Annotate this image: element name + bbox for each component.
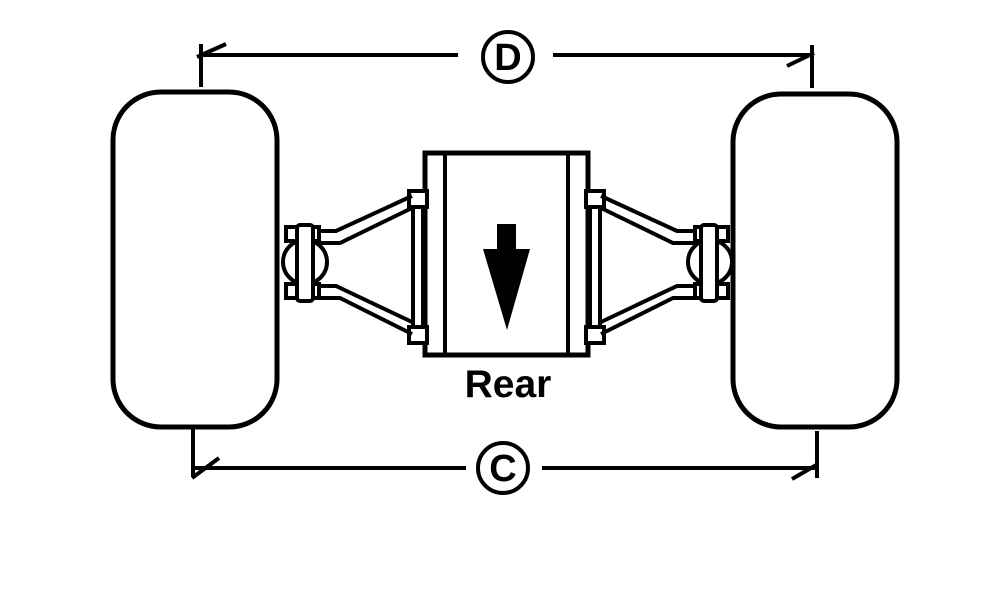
right-mount-bar bbox=[588, 194, 602, 340]
dimension-c-tick-right bbox=[791, 462, 819, 481]
left-axle-assembly bbox=[281, 189, 429, 345]
right-hub-pin bbox=[699, 223, 719, 303]
rear-arrow-stem bbox=[497, 224, 516, 252]
dimension-c-tick-left bbox=[190, 456, 221, 480]
dimension-d-label: D bbox=[494, 37, 521, 79]
rear-arrow-head bbox=[483, 249, 530, 330]
right-axle-tube-lower-line2 bbox=[600, 296, 699, 336]
left-mount-tab-bottom bbox=[407, 325, 429, 345]
right-axle-tubes bbox=[600, 194, 699, 336]
rear-arrow-icon bbox=[483, 224, 530, 330]
dimension-d-tick-left bbox=[196, 42, 227, 59]
left-tire bbox=[110, 89, 280, 430]
left-axle-tubes bbox=[314, 194, 413, 336]
dimension-c bbox=[190, 429, 819, 495]
left-axle-tube-upper-line2 bbox=[314, 206, 413, 245]
right-axle-tube-upper-line2 bbox=[600, 206, 699, 245]
right-axle-assembly bbox=[584, 189, 734, 345]
right-mount-tab-top bbox=[584, 189, 606, 209]
rear-label: Rear bbox=[465, 363, 552, 406]
left-hub-pin bbox=[295, 223, 315, 303]
right-axle-tube-lower-line1 bbox=[600, 284, 699, 324]
dimension-d-tick-right bbox=[786, 51, 815, 68]
right-mount-tab-bottom bbox=[584, 325, 606, 345]
left-axle-tube-lower-line1 bbox=[314, 284, 413, 324]
left-mount-bar bbox=[411, 194, 425, 340]
dimension-c-circle bbox=[476, 441, 530, 495]
left-axle-tube-upper-line1 bbox=[314, 194, 413, 233]
left-mount-tab-top bbox=[407, 189, 429, 209]
dimension-d bbox=[196, 30, 815, 88]
left-axle-tube-lower-line2 bbox=[314, 296, 413, 336]
right-axle-tube-upper-line1 bbox=[600, 194, 699, 233]
dimension-c-label: C bbox=[489, 448, 516, 490]
right-tire bbox=[730, 91, 900, 430]
dimension-d-circle bbox=[481, 30, 535, 84]
